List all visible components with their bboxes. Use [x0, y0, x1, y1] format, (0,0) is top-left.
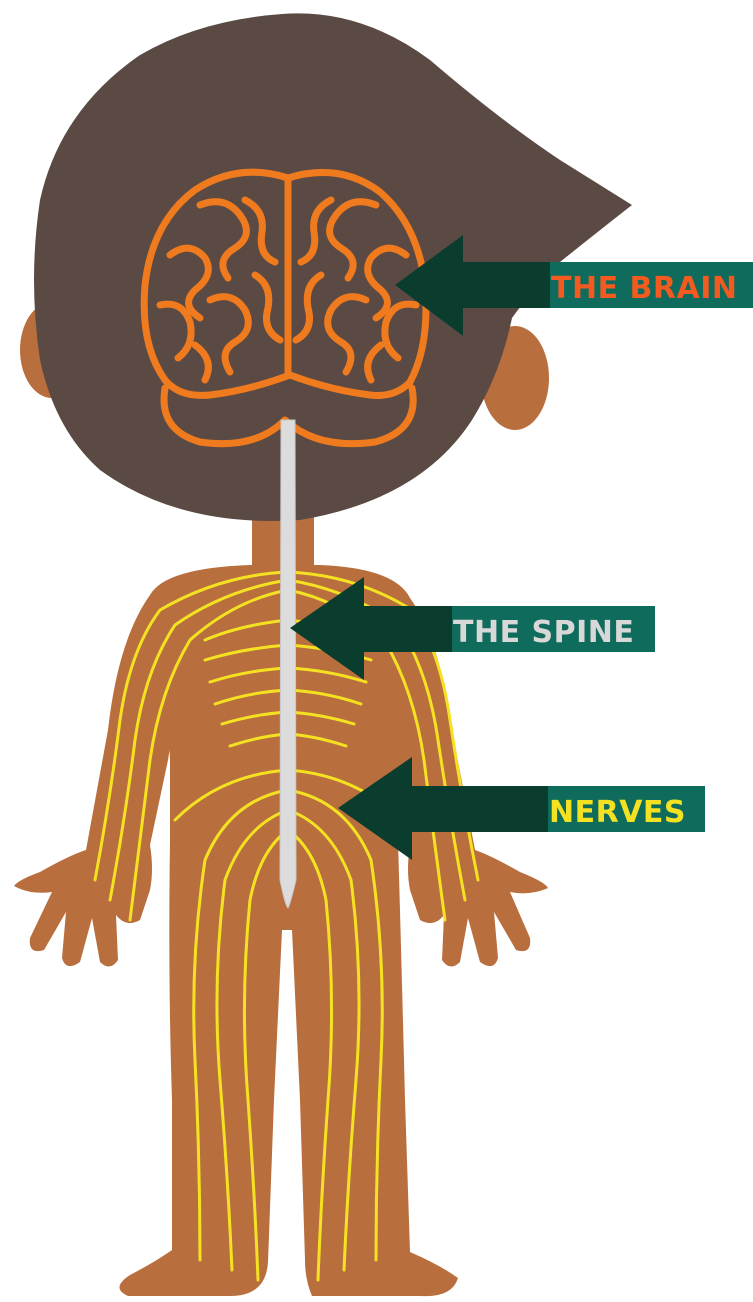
spine-label: THE SPINE	[453, 615, 634, 650]
spinal-cord-icon	[280, 420, 296, 908]
spine-callout: THE SPINE	[290, 577, 655, 680]
left-arm	[14, 595, 176, 967]
brain-label: THE BRAIN	[551, 271, 737, 306]
nerves-label: NERVES	[549, 795, 686, 830]
nerves-callout: NERVES	[338, 757, 705, 860]
